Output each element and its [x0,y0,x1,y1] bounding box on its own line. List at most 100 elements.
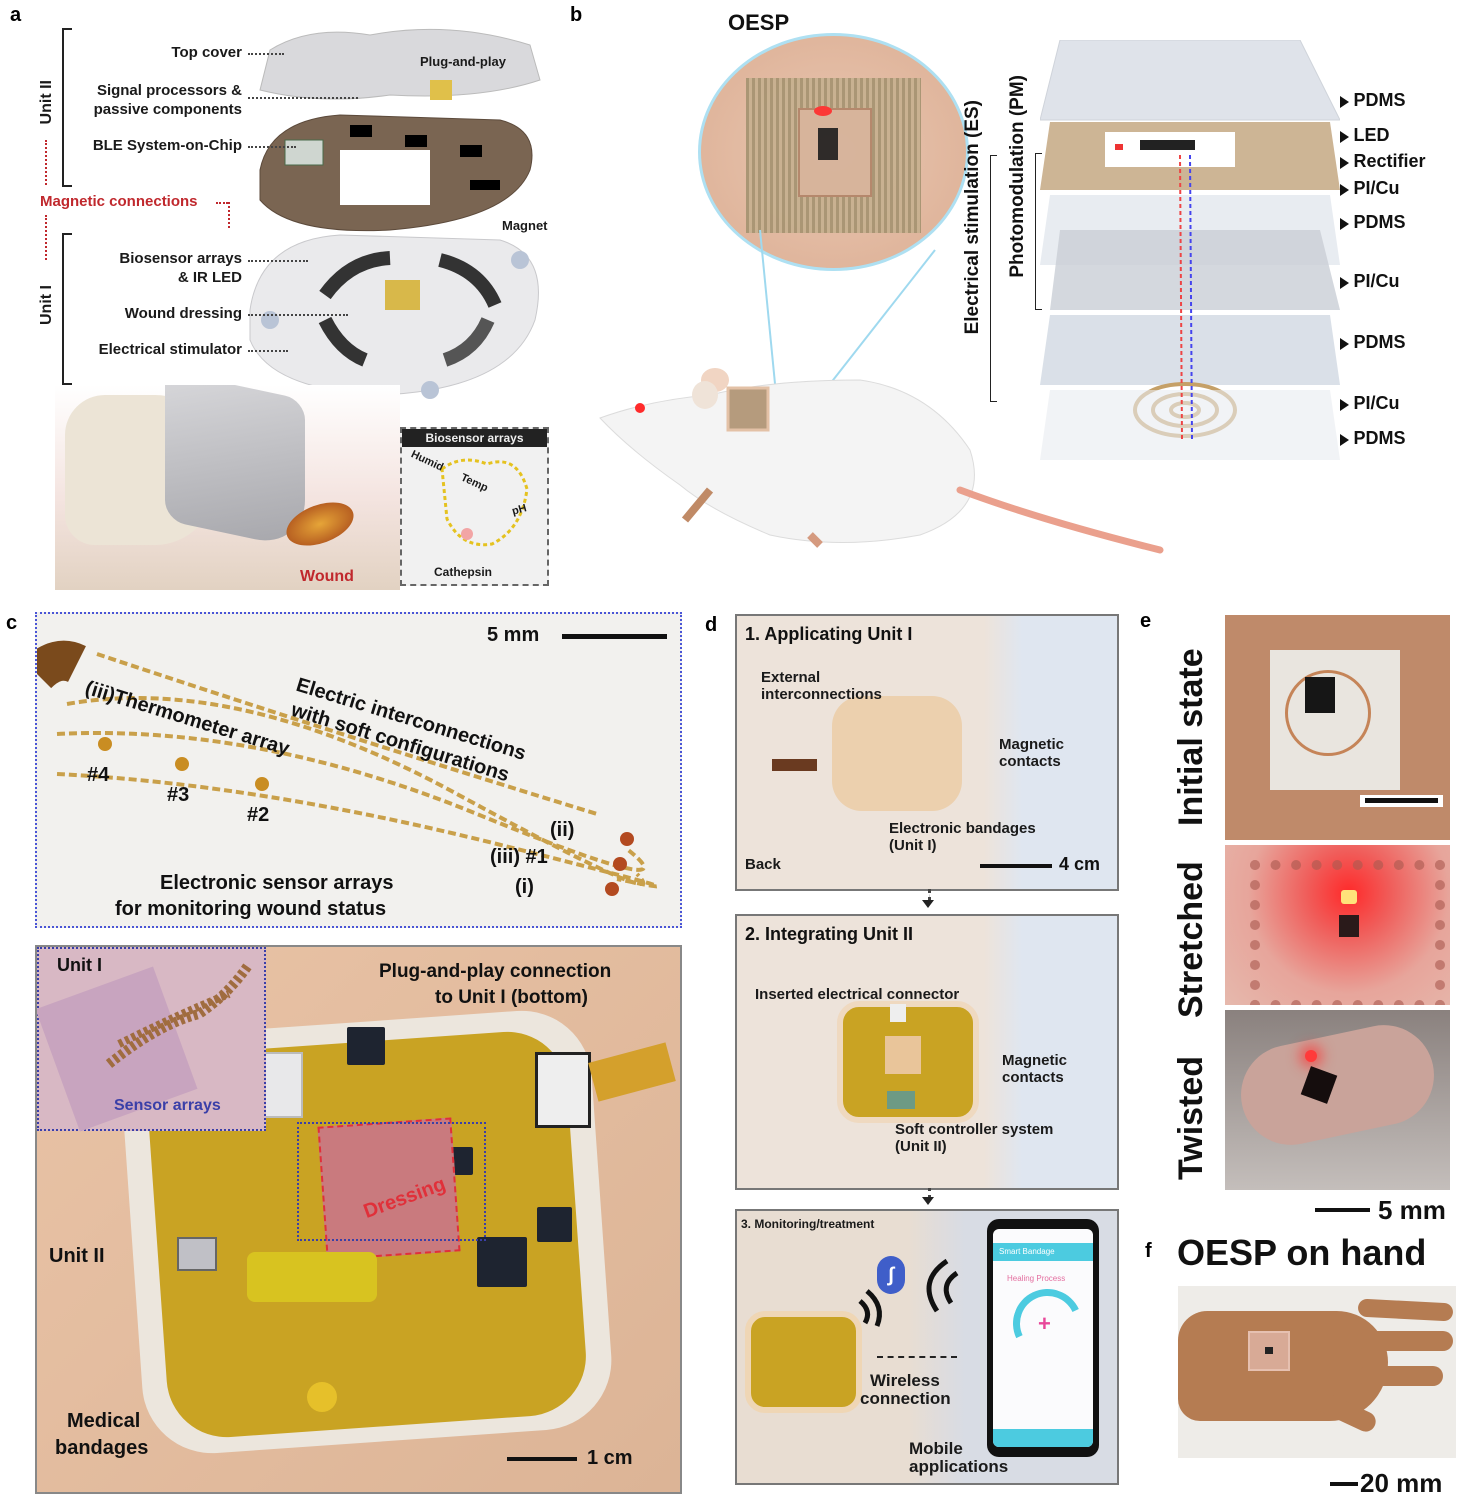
label-unit-i-inset: Unit I [57,955,102,975]
leader-line [248,260,308,262]
scale-bar-4cm [980,864,1052,868]
unit-ii-bracket [62,28,72,187]
inset-label-cathepsin: Cathepsin [434,565,493,579]
callout-wound: Wound [300,568,354,585]
panel-f-title: OESP on hand [1177,1232,1427,1273]
step-3-title: 3. Monitoring/treatment [741,1217,875,1231]
smartphone: Smart Bandage Healing Process + [987,1219,1099,1457]
state-label-stretched: Stretched [1172,861,1210,1019]
step-2-title: 2. Integrating Unit II [745,924,914,944]
state-label-twisted: Twisted [1172,1055,1210,1180]
hand-photo [1178,1286,1456,1458]
rectifier-chip [1305,677,1335,713]
unit-i-bracket [62,233,72,385]
unit-ii-device-photo: Dressing Unit I Sensor arrays Plug-and-p… [35,945,682,1494]
label-plug-2: to Unit I (bottom) [435,987,589,1008]
oesp-mesh [746,78,921,233]
leader-line [248,314,348,316]
step-2-label-mag-1: Magnetic [1002,1052,1068,1069]
label-medical-2: bandages [55,1437,149,1459]
hand-application-illustration [55,385,400,590]
panel-label-b: b [570,4,583,26]
step-1-title: 1. Applicating Unit I [745,624,913,644]
panel-e-scale-bar [1315,1208,1370,1212]
rat-illustration [599,368,1164,554]
unit-i-label: Unit I [38,285,55,325]
step-1-label-band-1: Electronic bandages [889,820,1036,837]
usb-port [177,1237,217,1271]
step-2-label-ctrl-1: Soft controller system [895,1121,1054,1138]
layer-stack-illustration [1040,40,1340,460]
scale-label-4cm: 4 cm [1059,854,1101,874]
callout-biosensor-2: & IR LED [177,269,242,286]
step-3-label-wireless-2: connection [860,1389,951,1408]
leader-line [248,53,284,55]
magnetic-link-down [45,215,47,260]
panel-label-e: e [1140,610,1152,632]
flow-arrow-2 [922,1197,934,1205]
callout-ble-soc: BLE System-on-Chip [92,137,242,154]
plus-icon: + [1038,1311,1051,1336]
oesp-magnified-view [698,33,969,271]
layer-label-8: PDMS [1340,428,1405,449]
led-lit [1341,890,1357,904]
pcb-window-shape [340,150,430,205]
sensor-mesh-graphic [440,458,529,547]
serpentine-traces [37,640,659,896]
panel-f-scale-label: 20 mm [1360,1468,1443,1498]
step-1-label-ext-1: External [761,669,821,686]
external-interconnect-strip [772,759,817,771]
label-sensors-2: for monitoring wound status [115,898,387,920]
panel-label-d: d [705,614,718,636]
sensor-array-photo: 5 mm Electric interconnections with soft… [35,612,682,928]
plug-connector-shape [430,80,452,100]
fpc-connector [535,1052,591,1128]
magnet-pad [307,1382,337,1412]
rat-eye [635,403,645,413]
layer-label-3: PI/Cu [1340,178,1399,199]
callout-wound-dressing: Wound dressing [124,305,242,322]
callout-magnetic-connections: Magnetic connections [40,193,198,210]
inset-title: Biosensor arrays [402,429,547,447]
step-1-label-mag-2: contacts [999,753,1061,770]
callout-signal-processors-2: passive components [93,101,242,118]
twisted-state-photo [1225,1010,1450,1190]
leader-line [248,146,296,148]
pm-bracket-label: Photomodulation (PM) [1007,75,1028,278]
flow-arrow-line [928,1188,931,1198]
scale-bar-1cm [507,1457,577,1461]
leader-line [228,202,230,228]
step-1-photo: 1. Applicating Unit I External interconn… [735,614,1119,891]
step-3-label-wireless-1: Wireless [870,1371,940,1390]
panel-label-f: f [1145,1240,1152,1262]
app-heading: Healing Process [1007,1274,1066,1283]
layer-label-4: PDMS [1340,212,1405,233]
layer-label-0: PDMS [1340,90,1405,111]
step-2-label-connector: Inserted electrical connector [755,986,960,1003]
scale-label-5mm: 5 mm [487,624,540,646]
unit-i-bandage [832,696,962,811]
oesp-on-rat [726,386,770,432]
unit-ii-label: Unit II [38,80,55,125]
stretched-state-photo [1225,845,1450,1005]
layer-label-7: PI/Cu [1340,393,1399,414]
step-2-label-ctrl-2: (Unit II) [895,1138,947,1155]
biosensor-inset: Biosensor arrays Humid Temp pH Cathepsin [400,427,549,586]
led-lit [1305,1050,1317,1062]
callout-top-cover: Top cover [171,44,242,61]
label-sensor-arrays: Sensor arrays [114,1097,221,1114]
step-1-label-ext-2: interconnections [761,686,882,703]
es-bracket [990,155,997,402]
layer-pdms-4 [1040,390,1340,460]
scale-bar-5mm [562,634,667,639]
layer-pdms-3 [1040,315,1340,385]
callout-electrical-stimulator: Electrical stimulator [98,341,242,358]
label-unit-ii: Unit II [49,1245,105,1267]
step-3-photo: 3. Monitoring/treatment ∫ Wireless conne… [735,1209,1119,1485]
panel-e-scale-label: 5 mm [1378,1195,1446,1225]
layer-label-2: Rectifier [1340,151,1425,172]
step-1-label-mag-1: Magnetic [999,736,1065,753]
pm-bracket [1035,153,1042,310]
callout-plug-and-play: Plug-and-play [420,54,506,69]
unit-i-mesh [105,961,254,1068]
